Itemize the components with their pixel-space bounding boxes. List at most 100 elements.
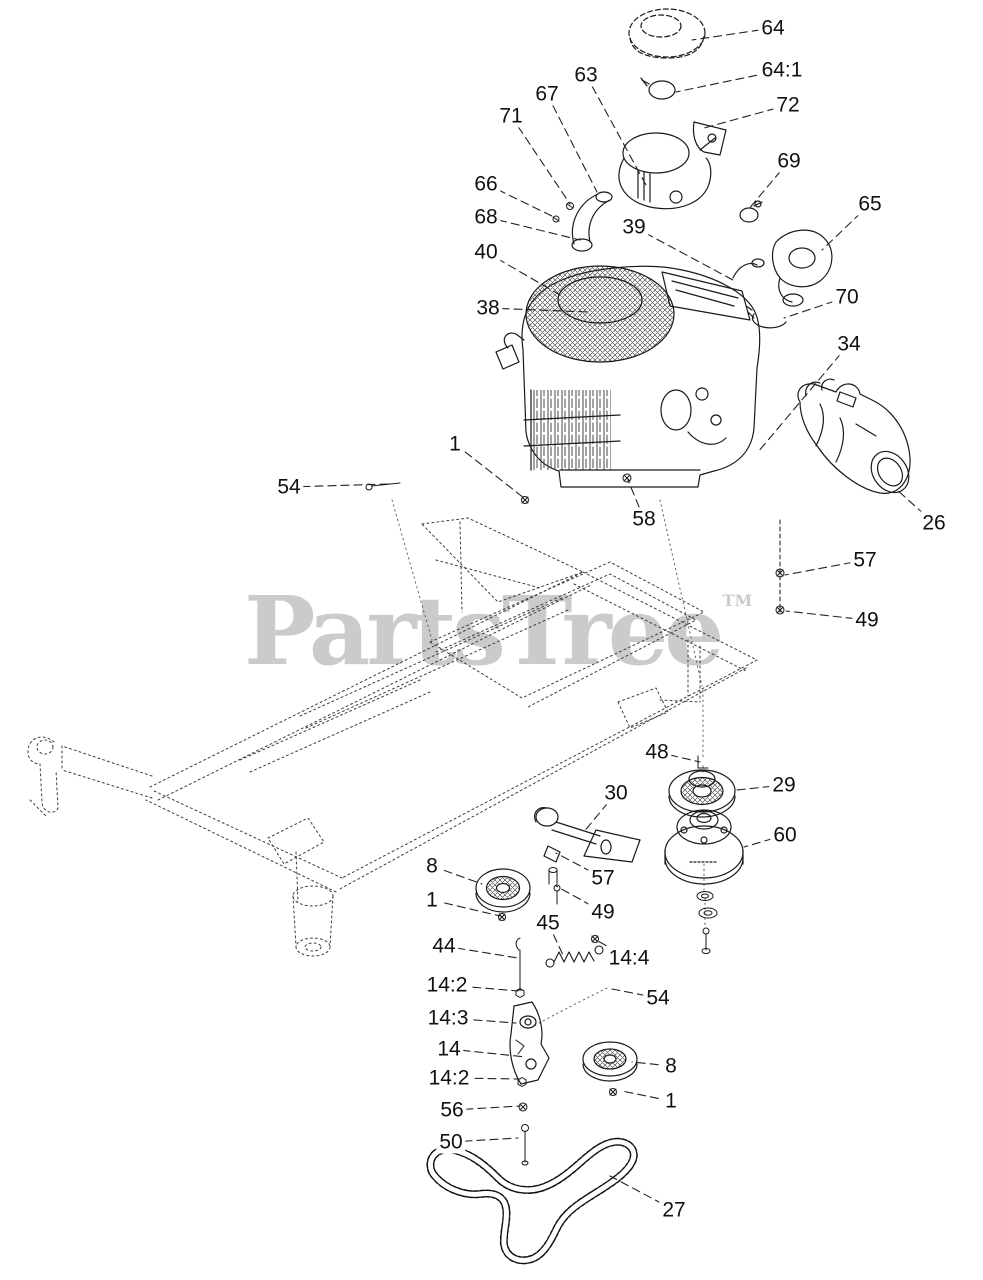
leader-line-27 (609, 1175, 675, 1211)
leader-line-38 (487, 307, 589, 313)
leader-line-71 (510, 115, 571, 205)
leader-line-14-3 (447, 1017, 517, 1024)
callout-39: 39 (619, 215, 649, 239)
engine-mount-bolt-1 (521, 496, 529, 504)
breather-hose (571, 191, 613, 252)
callout-48: 48 (642, 740, 672, 764)
callout-69: 69 (774, 149, 804, 173)
callout-27: 27 (659, 1198, 689, 1222)
idler-bracket-30 (534, 807, 641, 863)
callout-54: 54 (643, 986, 673, 1010)
bolt-50 (521, 1124, 529, 1166)
leader-line-50 (450, 1137, 519, 1143)
drive-belt (426, 1137, 638, 1265)
callout-56: 56 (437, 1098, 467, 1122)
hose-clamp-70 (745, 305, 787, 329)
watermark-text: PartsTree (244, 576, 725, 687)
idler-spring-45 (545, 945, 604, 968)
engine-assembly (365, 258, 765, 504)
callout-14-4: 14:4 (605, 946, 653, 970)
callout-72: 72 (773, 93, 803, 117)
callout-71: 71 (496, 104, 526, 128)
callout-68: 68 (471, 205, 501, 229)
idler-arm-14 (509, 1001, 550, 1085)
leader-line-30 (582, 792, 617, 834)
leader-line-14-2 (448, 1077, 521, 1080)
muffler (797, 378, 911, 494)
flywheel-screen (525, 265, 675, 363)
leader-line-14-2 (446, 984, 519, 992)
callout-44: 44 (429, 934, 459, 958)
bushing-14-3 (519, 1015, 537, 1029)
bolt-49 (553, 884, 561, 905)
leader-line-63 (585, 74, 647, 186)
engine-pulley-29 (668, 769, 736, 818)
air-cleaner-clamp (640, 77, 676, 100)
callout-57: 57 (588, 866, 618, 890)
callout-64-1: 64:1 (758, 58, 806, 82)
callout-14-3: 14:3 (424, 1006, 472, 1030)
callout-65: 65 (855, 192, 885, 216)
callout-8: 8 (662, 1054, 680, 1078)
mounting-bracket-72 (692, 121, 727, 156)
callout-38: 38 (473, 296, 503, 320)
spacer-57 (548, 867, 558, 885)
callout-1: 1 (423, 888, 441, 912)
callout-49: 49 (852, 608, 882, 632)
callout-1: 1 (446, 432, 464, 456)
leader-line-57 (555, 852, 604, 879)
callout-26: 26 (919, 511, 949, 535)
callout-66: 66 (471, 172, 501, 196)
fitting-69 (739, 200, 763, 223)
intake-elbow (771, 229, 833, 307)
watermark-tm: TM (722, 591, 753, 610)
bolt-71 (566, 202, 574, 210)
leader-line-8 (431, 865, 483, 885)
callout-54: 54 (274, 475, 304, 499)
callout-58: 58 (629, 507, 659, 531)
callout-50: 50 (436, 1130, 466, 1154)
leader-line-67 (546, 93, 598, 193)
callout-14: 14 (434, 1037, 464, 1061)
leader-line-70 (783, 296, 848, 319)
cylinder-fins (531, 390, 611, 470)
chassis-frame (27, 517, 758, 957)
leader-line-65 (821, 203, 871, 251)
callout-34: 34 (834, 332, 864, 356)
callout-67: 67 (532, 82, 562, 106)
callout-64: 64 (758, 16, 788, 40)
bolt-14-4 (591, 935, 599, 943)
callout-45: 45 (533, 911, 563, 935)
leader-line-1 (454, 443, 525, 499)
bolt-56 (518, 1102, 528, 1112)
electric-clutch-60 (664, 809, 744, 885)
callout-63: 63 (571, 63, 601, 87)
leader-line-54 (288, 483, 389, 488)
screw-66 (552, 215, 560, 223)
retainer-clip-48 (697, 755, 709, 769)
callout-70: 70 (832, 285, 862, 309)
bolt-1-idler-top (498, 913, 506, 921)
engine-mount-bolt-58 (622, 473, 632, 483)
callout-14-2: 14:2 (425, 1066, 473, 1090)
callout-57: 57 (850, 548, 880, 572)
callout-49: 49 (588, 900, 618, 924)
washers-46 (696, 891, 718, 919)
leader-line-56 (451, 1105, 521, 1111)
bolt-1-idler-bottom (609, 1088, 617, 1096)
leader-line-39 (633, 226, 734, 281)
projection-lines (391, 499, 706, 1027)
callout-30: 30 (601, 781, 631, 805)
leader-line-69 (747, 160, 790, 211)
callout-60: 60 (770, 823, 800, 847)
callout-40: 40 (471, 240, 501, 264)
air-cleaner-cover (628, 8, 706, 59)
idler-pulley-bottom (582, 1041, 638, 1082)
nut-14-2-lower (517, 1077, 527, 1087)
clutch-bolt-32 (701, 927, 711, 954)
callout-8: 8 (423, 854, 441, 878)
leader-line-49 (555, 885, 604, 913)
oil-fill-tube (732, 262, 758, 279)
callout-14-2: 14:2 (423, 973, 471, 997)
